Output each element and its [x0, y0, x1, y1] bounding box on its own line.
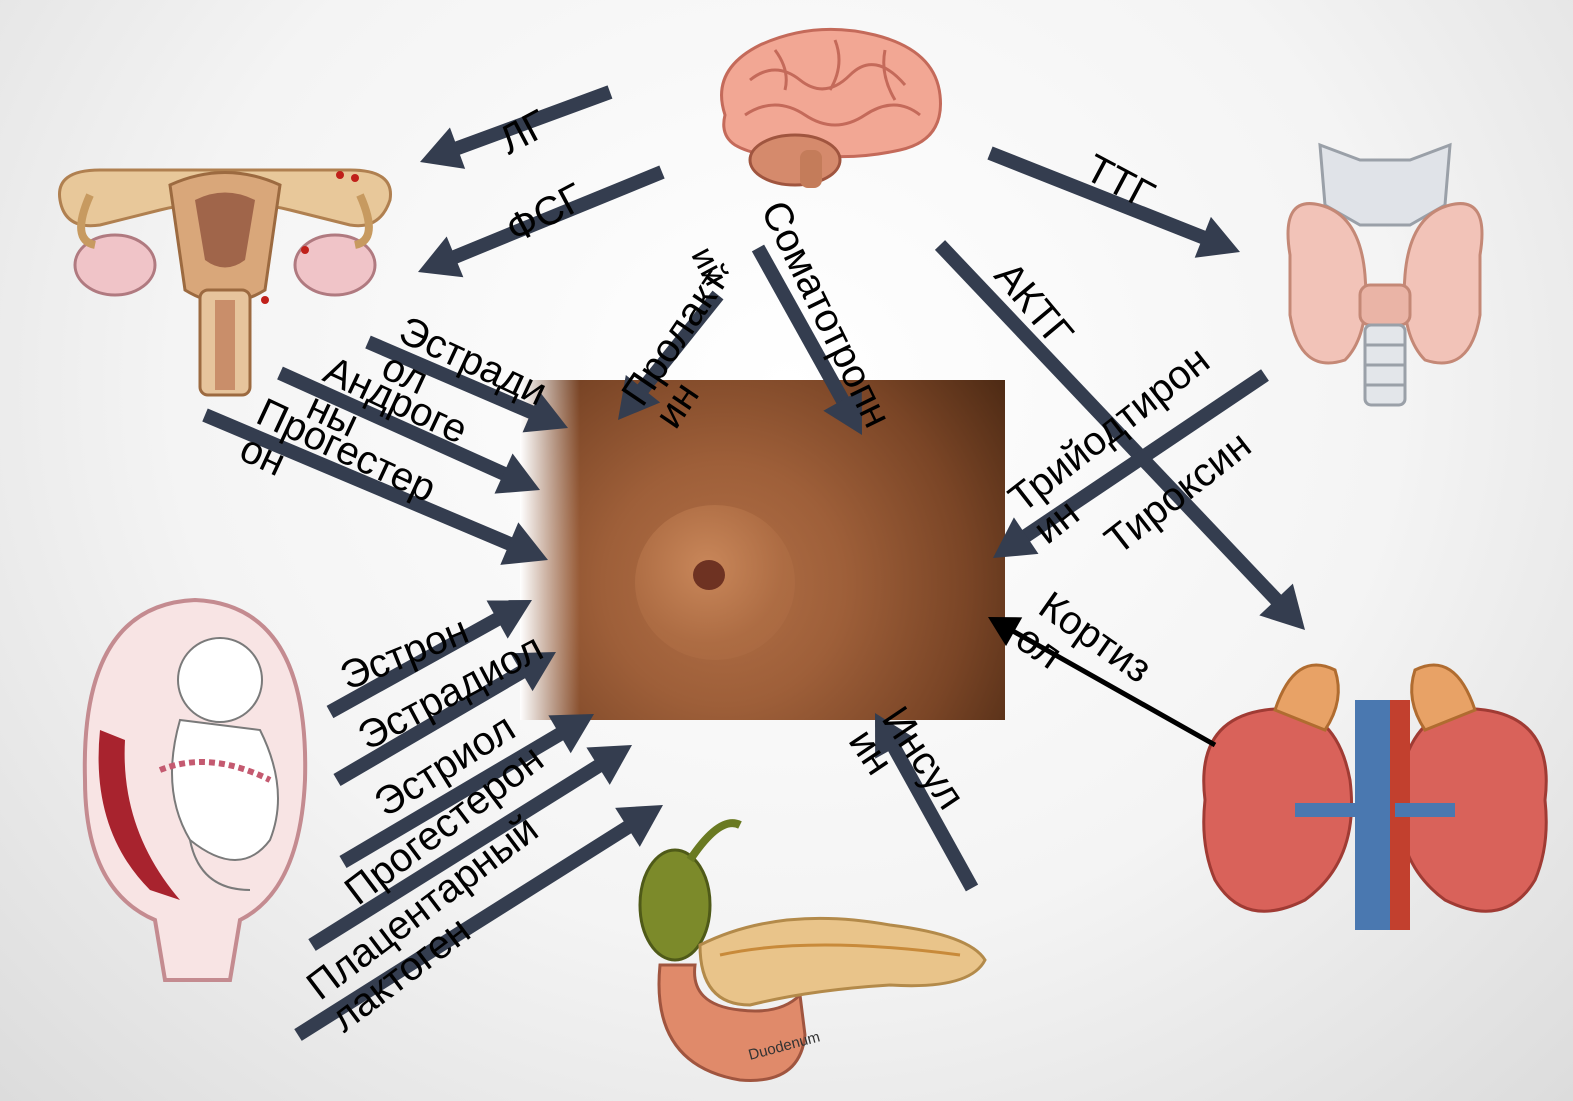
- label-aktg: АКТГ: [987, 255, 1079, 354]
- thyroid-illustration: [1270, 135, 1500, 410]
- label-fsg: ФСГ: [500, 177, 590, 250]
- label-cortisol: Кортиз ол: [1009, 585, 1158, 723]
- brain-illustration: [705, 20, 945, 190]
- label-ttg: ТТГ: [1079, 148, 1160, 216]
- arrow-fsg-head: [418, 236, 463, 277]
- arrow-aktg-head: [1259, 584, 1305, 630]
- pancreas-illustration: Duodenum: [630, 815, 990, 1095]
- breast-photo: [520, 380, 1005, 720]
- arrow-ttg-head: [1195, 217, 1240, 258]
- label-lg: ЛГ: [493, 104, 554, 162]
- fetus-illustration: [70, 590, 320, 990]
- arrow-progesterone-placenta-head: [586, 745, 632, 785]
- adrenal-kidneys-illustration: [1185, 640, 1565, 940]
- arrow-lg-head: [420, 128, 465, 169]
